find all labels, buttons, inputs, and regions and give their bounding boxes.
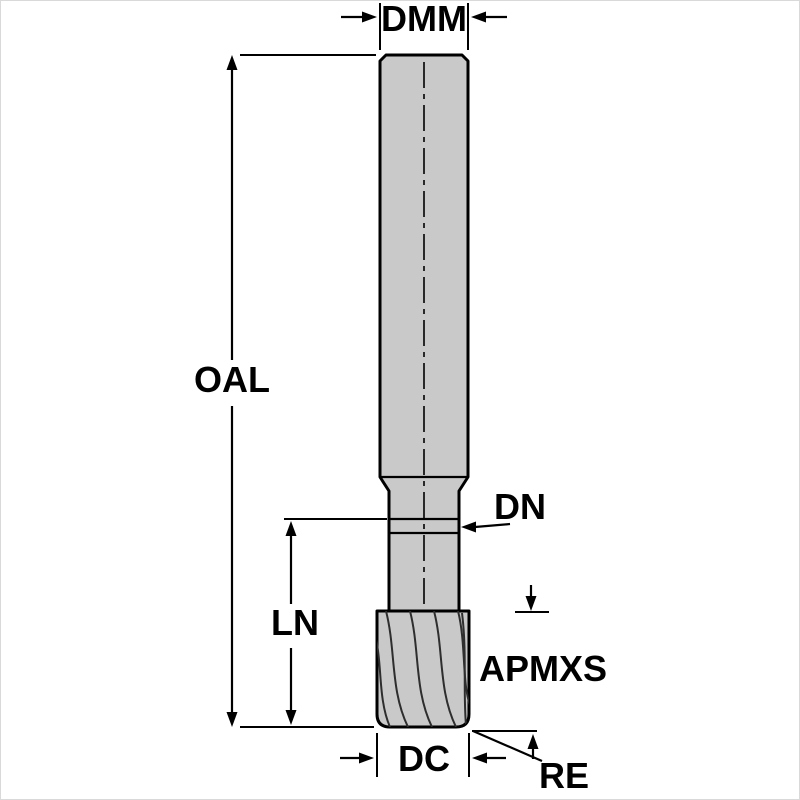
dim-dmm: DMM bbox=[341, 0, 507, 50]
re-arrowhead bbox=[527, 734, 539, 749]
label-oal: OAL bbox=[194, 359, 270, 400]
label-apmxs: APMXS bbox=[479, 648, 607, 689]
dmm-arrowhead-right bbox=[471, 11, 486, 23]
ln-arrowhead-top bbox=[285, 521, 297, 536]
dim-dn: DN bbox=[461, 486, 546, 533]
dc-arrowhead-right bbox=[472, 752, 487, 764]
label-dn: DN bbox=[494, 486, 546, 527]
flute-lines bbox=[377, 611, 469, 727]
re-leader-diagonal bbox=[472, 729, 543, 763]
dn-arrowhead bbox=[461, 521, 476, 533]
dim-oal: OAL bbox=[194, 54, 376, 728]
dmm-arrowhead-left bbox=[362, 11, 377, 23]
oal-arrowhead-bottom bbox=[226, 712, 238, 727]
dc-arrowhead-left bbox=[359, 752, 374, 764]
ln-arrowhead-bottom bbox=[285, 710, 297, 725]
flute-line bbox=[385, 611, 409, 727]
dim-ln: LN bbox=[271, 518, 387, 725]
dn-leader bbox=[474, 522, 511, 529]
tool-cutting-head bbox=[375, 609, 471, 729]
dim-dc: DC bbox=[340, 733, 506, 779]
label-ln: LN bbox=[271, 602, 319, 643]
flute-line bbox=[409, 611, 433, 727]
flute-line bbox=[461, 612, 467, 726]
label-dmm: DMM bbox=[381, 0, 467, 39]
dim-re: RE bbox=[472, 729, 589, 796]
label-dc: DC bbox=[398, 738, 450, 779]
flute-line bbox=[433, 611, 457, 727]
apmxs-arrowhead bbox=[525, 596, 537, 611]
flute-line bbox=[377, 639, 391, 727]
tool-body bbox=[375, 53, 471, 729]
oal-arrowhead-top bbox=[226, 55, 238, 70]
dim-apmxs: APMXS bbox=[479, 585, 607, 689]
label-re: RE bbox=[539, 755, 589, 796]
